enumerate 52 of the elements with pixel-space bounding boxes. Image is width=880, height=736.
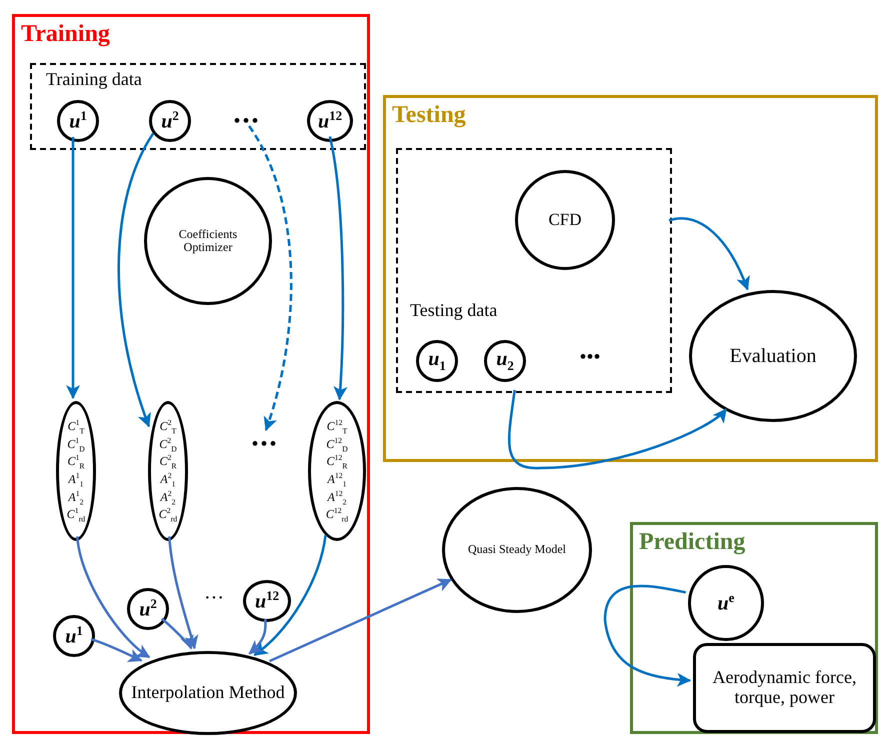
ellipsis-text: ··· — [203, 588, 225, 608]
circle-node — [307, 100, 353, 142]
node-text: Quasi Steady Model — [468, 543, 566, 557]
variable-symbol: u$^{12}$ — [318, 109, 342, 133]
circle-node — [127, 588, 169, 630]
variable-symbol: u$^{2}$ — [139, 597, 157, 621]
arrow — [604, 584, 692, 687]
panel-frame — [383, 95, 878, 462]
circle-node — [484, 340, 526, 382]
variable-symbol: u$_{1}$ — [428, 348, 446, 374]
arrow — [328, 136, 348, 400]
ellipsis-text: ••• — [578, 347, 602, 367]
dashed-group-box — [396, 148, 672, 393]
variable-symbol: u$^{e}$ — [718, 591, 734, 615]
dashed-group-box — [30, 63, 366, 150]
arrow — [66, 137, 80, 400]
arrow — [254, 534, 327, 656]
arrow — [90, 638, 142, 662]
arrow — [118, 132, 154, 428]
circle-node — [416, 340, 458, 382]
dashed-arrow — [248, 125, 292, 432]
circle-node — [243, 580, 291, 622]
variable-symbol: u$^{2}$ — [161, 109, 179, 133]
panel-title: Predicting — [639, 529, 746, 556]
arrow — [508, 390, 727, 470]
circle-node — [57, 100, 99, 142]
variable-symbol: u$_{2}$ — [496, 348, 514, 374]
variable-symbol: u$^{1}$ — [65, 624, 83, 648]
circle-node — [53, 615, 95, 657]
group-heading: Training data — [46, 69, 142, 90]
arrow — [168, 536, 198, 650]
arrow — [76, 536, 150, 658]
panel-frame — [12, 14, 370, 734]
node-text: Aerodynamic force, torque, power — [712, 668, 858, 708]
arrow — [668, 217, 750, 290]
rounded-box — [693, 643, 876, 733]
node-text: Coefficients Optimizer — [178, 228, 238, 254]
circle-node — [149, 100, 191, 142]
ellipsis-text: ••• — [233, 110, 260, 132]
variable-symbol: u$^{12}$ — [254, 589, 280, 613]
group-heading: Testing data — [410, 300, 498, 321]
ellipsis-text: ••• — [251, 433, 278, 455]
variable-symbol: u$^{1}$ — [69, 109, 87, 133]
panel-title: Testing — [392, 102, 466, 129]
arrow — [160, 618, 192, 650]
arrow — [268, 578, 452, 662]
node-text: CFD — [548, 210, 582, 230]
panel-frame — [630, 522, 878, 734]
panel-title: Training — [21, 21, 110, 48]
node-text: Interpolation Method — [131, 683, 285, 703]
node-text: Evaluation — [730, 345, 816, 367]
arrow — [248, 618, 267, 655]
